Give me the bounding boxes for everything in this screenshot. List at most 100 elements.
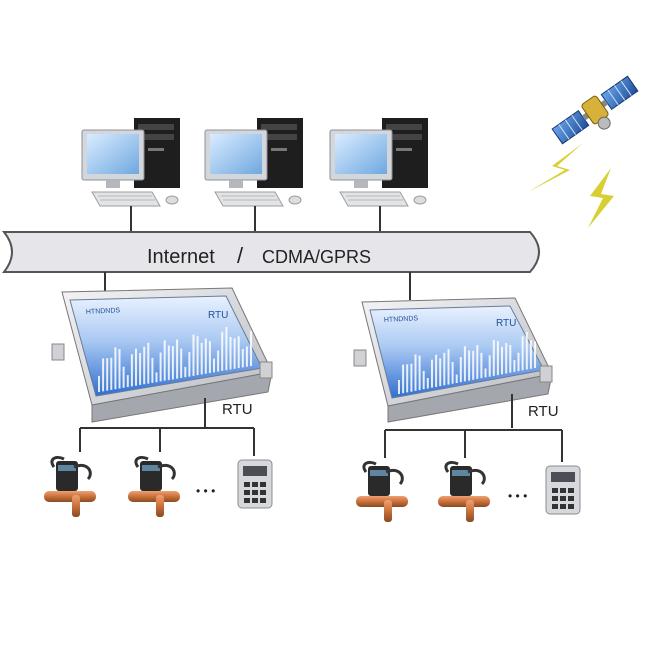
screen-bar: [213, 358, 215, 373]
screen-bar: [501, 346, 503, 375]
screen-bar: [184, 366, 187, 378]
screen-bar: [151, 357, 154, 383]
rtu-device: HTNDNDS RTU: [51, 287, 273, 423]
signal-lightning-icon: [588, 168, 614, 228]
device-brand-label: HTNDNDS: [86, 307, 121, 316]
screen-bar: [126, 375, 129, 388]
screen-bar: [534, 341, 536, 368]
screen-bar: [110, 357, 113, 390]
screen-bar: [435, 354, 438, 387]
screen-bar: [513, 360, 516, 372]
computer-icon: [329, 117, 429, 207]
screen-bar: [484, 368, 487, 378]
signal-lightning-icon: [528, 143, 583, 192]
network-bar-separator: /: [237, 243, 244, 268]
screen-bar: [135, 348, 137, 386]
screen-bar: [402, 364, 405, 394]
rtu-device: HTNDNDS RTU: [353, 297, 553, 423]
screen-bar: [418, 355, 421, 391]
screen-bar: [118, 349, 121, 389]
rtu-label: RTU: [222, 401, 253, 418]
screen-bar: [525, 332, 528, 370]
solenoid-valve-icon: [42, 455, 98, 519]
screen-bar: [167, 345, 170, 381]
screen-bar: [529, 340, 532, 369]
screen-bar: [496, 341, 499, 376]
more-devices-ellipsis: • • •: [508, 489, 527, 503]
screen-bar: [245, 346, 248, 367]
screen-bar: [505, 343, 508, 374]
screen-bar: [463, 346, 466, 382]
screen-bar: [139, 353, 142, 385]
screen-bar: [406, 364, 409, 393]
solenoid-valve-icon: [436, 460, 492, 524]
network-bar-left-label: Internet: [147, 246, 215, 268]
screen-bar: [130, 354, 133, 387]
solenoid-valve-icon: [126, 455, 182, 519]
screen-bar: [106, 358, 109, 391]
screen-bar: [250, 330, 252, 366]
device-screen-badge: RTU: [208, 310, 228, 321]
rtu-label: RTU: [528, 403, 559, 420]
more-devices-ellipsis: • • •: [196, 484, 215, 498]
solenoid-valve-icon: [354, 460, 410, 524]
screen-bar: [143, 346, 146, 385]
screen-bar: [422, 370, 425, 390]
screen-bar: [509, 345, 512, 373]
screen-bar: [147, 342, 150, 384]
screen-bar: [200, 342, 203, 375]
screen-bar: [476, 345, 479, 379]
screen-bar: [225, 327, 228, 371]
screen-bar: [459, 357, 462, 383]
screen-bar: [171, 346, 174, 380]
screen-bar: [98, 375, 100, 392]
screen-bar: [426, 378, 429, 389]
computer-icon: [204, 117, 304, 207]
screen-bar: [159, 352, 162, 382]
screen-bar: [451, 362, 454, 384]
screen-bar: [455, 374, 458, 383]
screen-bar: [468, 350, 471, 381]
screen-bar: [217, 350, 220, 372]
screen-bar: [229, 337, 232, 370]
screen-bar: [221, 331, 224, 371]
screen-bar: [237, 336, 240, 369]
screen-bar: [180, 348, 183, 378]
screen-bar: [431, 359, 433, 388]
satellite-icon: [551, 75, 639, 145]
screen-bar: [114, 347, 117, 390]
screen-bar: [447, 349, 450, 385]
screen-bar: [410, 363, 413, 392]
screen-bar: [472, 350, 475, 380]
screen-bar: [233, 338, 236, 369]
screen-bar: [188, 352, 191, 377]
screen-bar: [414, 354, 417, 391]
device-brand-label: HTNDNDS: [384, 315, 419, 324]
network-bar-right-label: CDMA/GPRS: [262, 247, 371, 267]
screen-bar: [439, 358, 442, 387]
screen-bar: [192, 334, 195, 376]
screen-bar: [204, 338, 207, 374]
screen-bar: [517, 352, 520, 372]
screen-bar: [480, 352, 483, 379]
screen-bar: [208, 341, 211, 373]
screen-bar: [155, 372, 158, 383]
screen-bar: [443, 352, 446, 386]
meter-terminal-icon: [545, 465, 581, 515]
screen-bar: [488, 355, 491, 377]
screen-bar: [102, 358, 105, 392]
screen-bar: [176, 339, 179, 379]
computer-icon: [81, 117, 181, 207]
screen-bar: [492, 340, 495, 376]
network-bar: [1, 231, 540, 273]
screen-bar: [241, 349, 244, 368]
meter-terminal-icon: [237, 459, 273, 509]
device-screen-badge: RTU: [496, 318, 516, 329]
device-screen-chart: [398, 332, 536, 394]
screen-bar: [521, 336, 524, 371]
screen-bar: [163, 340, 166, 381]
device-screen-chart: [98, 327, 252, 392]
screen-bar: [196, 336, 199, 376]
